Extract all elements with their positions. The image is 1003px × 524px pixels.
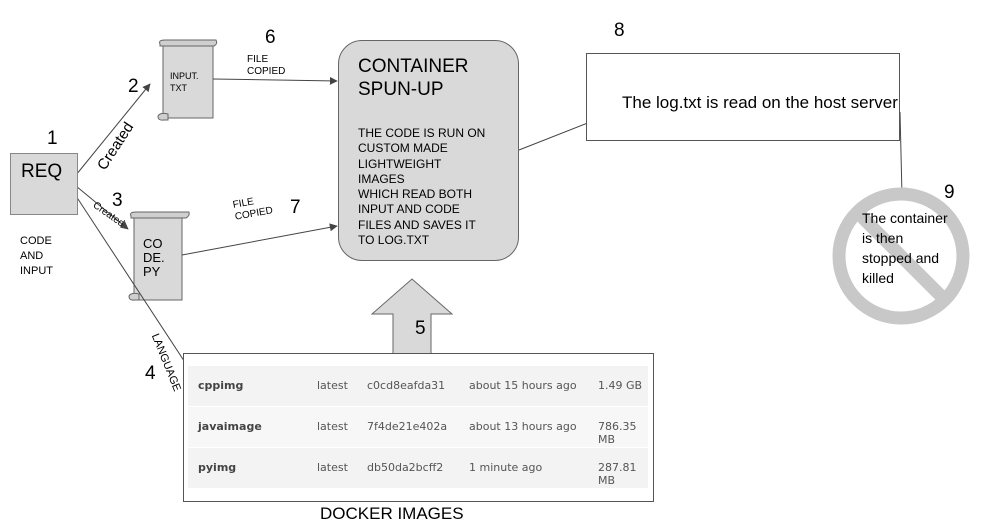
no-entry-icon [832, 187, 970, 325]
image-id: 7f4de21e402a [367, 420, 448, 433]
input-file-label: INPUT. TXT [170, 71, 199, 93]
container-title: CONTAINER SPUN-UP [358, 56, 469, 100]
image-size: 786.35 MB [598, 420, 637, 446]
code-and-input-label: CODE AND INPUT [20, 235, 53, 277]
container-box [338, 40, 519, 261]
step-number-7: 7 [290, 197, 301, 218]
log-box [586, 53, 900, 141]
req-to-code-arrow [75, 185, 129, 230]
step-number-6: 6 [265, 27, 276, 48]
images-to-container-block-arrow [370, 278, 454, 361]
image-id: c0cd8eafda31 [367, 379, 446, 392]
docker-images-caption: DOCKER IMAGES [320, 504, 464, 523]
step-number-2: 2 [128, 76, 139, 97]
image-name: cppimg [198, 379, 244, 392]
input-to-container-arrow [212, 76, 338, 85]
log-to-kill-arrow [897, 111, 906, 196]
image-size: 287.81 MB [598, 461, 637, 487]
image-created: 1 minute ago [469, 461, 543, 474]
table-row: javaimage latest 7f4de21e402a about 13 h… [188, 407, 648, 448]
image-tag: latest [317, 461, 348, 474]
code-to-container-arrow [181, 223, 338, 256]
image-created: about 15 hours ago [469, 379, 577, 392]
image-size: 1.49 GB [598, 379, 643, 392]
file-copied-input-label: FILE COPIED [247, 54, 286, 77]
log-text: The log.txt is read on the host server [622, 93, 898, 112]
code-file-scroll [128, 211, 190, 301]
req-to-input-arrow [75, 83, 151, 176]
table-row: cppimg latest c0cd8eafda31 about 15 hour… [188, 366, 648, 407]
step-number-1: 1 [47, 128, 58, 149]
image-name: pyimg [198, 461, 237, 474]
step-number-5: 5 [415, 318, 426, 339]
image-created: about 13 hours ago [469, 420, 577, 433]
table-row: pyimg latest db50da2bcff2 1 minute ago 2… [188, 448, 648, 489]
image-name: javaimage [198, 420, 262, 433]
image-tag: latest [317, 379, 348, 392]
step-number-8: 8 [614, 20, 625, 41]
container-killed-text: The container is then stopped and killed [862, 210, 948, 286]
docker-images-table: cppimg latest c0cd8eafda31 about 15 hour… [188, 366, 648, 489]
code-file-label: CO DE. PY [143, 236, 165, 279]
image-id: db50da2bcff2 [367, 461, 444, 474]
input-file-scroll [157, 39, 218, 121]
req-label: REQ [21, 161, 63, 182]
req-box [10, 153, 78, 215]
container-description: THE CODE IS RUN ON CUSTOM MADE LIGHTWEIG… [358, 126, 486, 248]
step-number-9: 9 [944, 182, 955, 203]
step-number-3: 3 [112, 190, 123, 211]
step-number-4: 4 [145, 363, 156, 384]
image-tag: latest [317, 420, 348, 433]
